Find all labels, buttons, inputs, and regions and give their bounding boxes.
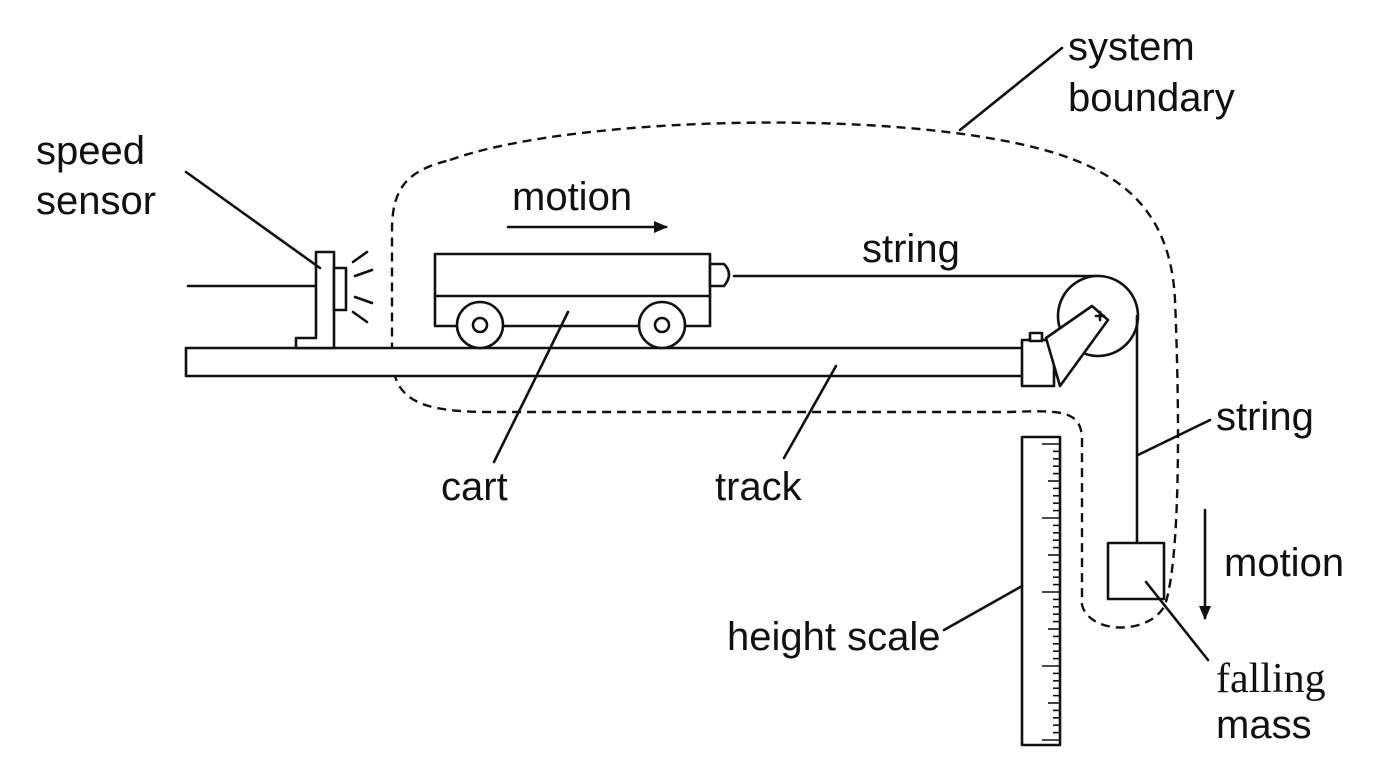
cart-axle-left: [471, 316, 489, 334]
label-motion-mass: motion: [1224, 541, 1344, 585]
speed-sensor-leader: [184, 170, 322, 270]
cart-axle-right: [653, 316, 671, 334]
cart-hook: [708, 262, 731, 288]
track: [184, 346, 1056, 378]
cart: [433, 252, 731, 350]
label-height-scale: height scale: [727, 615, 940, 659]
height-scale-leader: [942, 584, 1024, 632]
label-track: track: [715, 465, 803, 509]
sensor-beam-1: [351, 250, 369, 264]
label-string-right: string: [1216, 395, 1314, 439]
falling-mass: [1106, 541, 1166, 601]
speed-sensor: [186, 250, 374, 350]
falling-mass-leader: [1144, 580, 1210, 662]
label-system-boundary-line2: boundary: [1068, 76, 1235, 120]
label-speed-sensor-line2: sensor: [36, 179, 156, 223]
sensor-beam-3: [353, 295, 374, 305]
clamp-screw: [1028, 331, 1044, 343]
label-falling-mass-line1: falling: [1216, 656, 1326, 702]
height-scale-ticks: [1042, 443, 1060, 741]
label-falling-mass-line2: mass: [1216, 703, 1312, 747]
track-leader: [782, 364, 838, 460]
sensor-head: [332, 266, 348, 312]
height-scale: [1020, 435, 1062, 747]
sensor-beam-2: [353, 268, 374, 278]
system-boundary-outline: [390, 121, 1180, 629]
label-system-boundary-line1: system: [1068, 25, 1195, 69]
label-speed-sensor-line1: speed: [36, 129, 145, 173]
cart-leader: [492, 310, 570, 464]
label-string-top: string: [862, 227, 960, 271]
string-right-leader: [1136, 418, 1212, 457]
sensor-mount: [294, 250, 336, 350]
system-boundary-leader: [958, 46, 1064, 132]
label-motion-cart: motion: [512, 175, 632, 219]
pulley-assembly: [1020, 274, 1140, 388]
sensor-beam-4: [351, 310, 369, 324]
label-cart: cart: [441, 465, 508, 509]
pulley-arm: [1044, 304, 1110, 388]
